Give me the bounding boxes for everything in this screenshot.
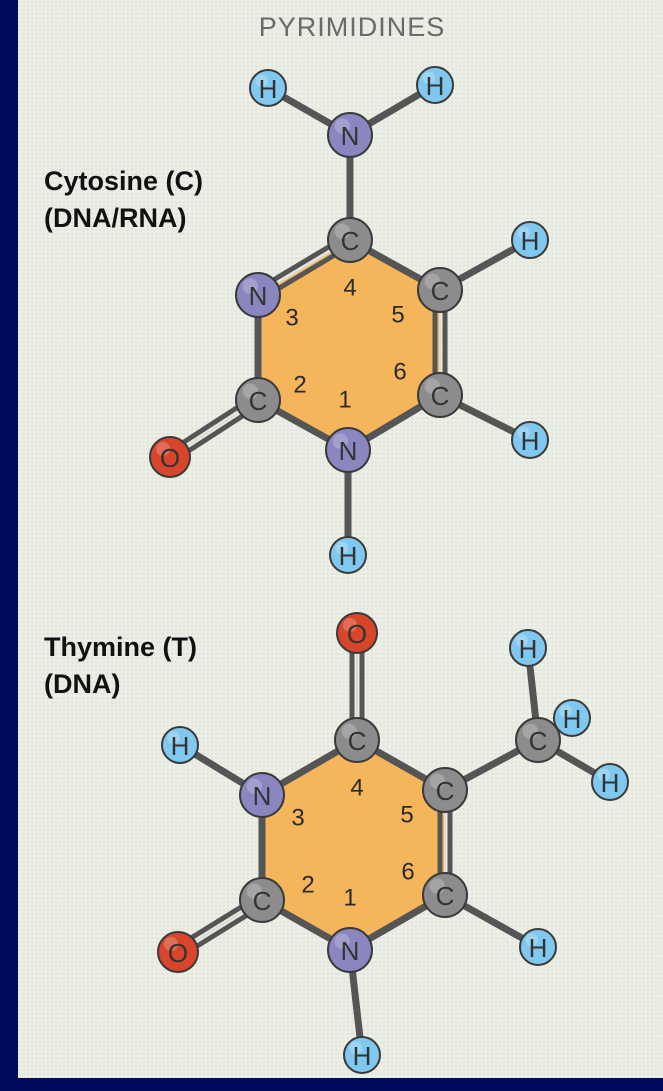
atom-h-h6: H	[519, 928, 557, 966]
thymine-subtitle: (DNA)	[44, 669, 120, 699]
atom-c-c2: C	[235, 377, 281, 423]
ring-number: 4	[343, 275, 356, 302]
svg-text:O: O	[168, 938, 188, 968]
cytosine-ring	[258, 240, 440, 450]
atom-h-hmb: H	[553, 699, 591, 737]
atom-h-h4b: H	[416, 66, 454, 104]
svg-text:H: H	[601, 768, 620, 798]
svg-text:C: C	[431, 276, 450, 306]
svg-text:C: C	[436, 881, 455, 911]
diagram-title: PYRIMIDINES	[259, 12, 446, 42]
atom-o-o2: O	[157, 931, 199, 973]
svg-text:C: C	[529, 726, 548, 756]
svg-text:H: H	[529, 933, 548, 963]
atom-h-hma: H	[509, 629, 547, 667]
thymine-name: Thymine (T)	[44, 632, 197, 662]
svg-text:C: C	[348, 726, 367, 756]
svg-text:H: H	[521, 226, 540, 256]
ring-number: 5	[400, 802, 413, 829]
atom-n-n4: N	[327, 112, 373, 158]
svg-text:H: H	[519, 634, 538, 664]
svg-text:H: H	[521, 426, 540, 456]
svg-text:N: N	[339, 436, 358, 466]
cytosine-atoms: C C C N C N N H H H H H O	[149, 66, 549, 574]
atom-n-n3: N	[235, 272, 281, 318]
atom-c-c4: C	[334, 717, 380, 763]
ring-number: 3	[291, 805, 304, 832]
atom-h-h5: H	[511, 221, 549, 259]
svg-text:H: H	[171, 731, 190, 761]
atom-h-hmc: H	[591, 763, 629, 801]
svg-text:N: N	[253, 781, 272, 811]
atom-o-o2: O	[149, 436, 191, 478]
atom-n-n1: N	[325, 427, 371, 473]
atom-c-c4: C	[327, 217, 373, 263]
ring-number: 6	[393, 359, 406, 386]
svg-text:O: O	[160, 443, 180, 473]
atom-n-n1: N	[327, 927, 373, 973]
svg-text:H: H	[353, 1041, 372, 1071]
svg-text:C: C	[249, 386, 268, 416]
svg-text:C: C	[341, 226, 360, 256]
atom-h-h6: H	[511, 421, 549, 459]
ring-fill	[258, 240, 440, 450]
thymine-ring	[262, 740, 445, 950]
svg-text:H: H	[339, 541, 358, 571]
atom-n-n3: N	[239, 772, 285, 818]
svg-text:N: N	[341, 121, 360, 151]
atom-c-cm: C	[515, 717, 561, 763]
ring-fill	[262, 740, 445, 950]
atom-c-c6: C	[417, 372, 463, 418]
svg-text:H: H	[259, 74, 278, 104]
ring-number: 1	[343, 885, 356, 912]
cytosine-molecule: Cytosine (C) (DNA/RNA) 1 2 3 4 5 6 C C C N C N N H H H…	[44, 66, 549, 574]
ring-number: 4	[350, 775, 363, 802]
thymine-ring-numbers: 1 2 3 4 5 6	[291, 775, 414, 912]
atom-h-h4a: H	[249, 69, 287, 107]
atom-c-c2: C	[239, 877, 285, 923]
svg-text:O: O	[347, 619, 367, 649]
svg-text:H: H	[426, 71, 445, 101]
ring-number: 3	[285, 305, 298, 332]
svg-text:N: N	[341, 936, 360, 966]
cytosine-ring-numbers: 1 2 3 4 5 6	[285, 275, 406, 414]
svg-text:C: C	[253, 886, 272, 916]
cytosine-name: Cytosine (C)	[44, 166, 203, 196]
svg-text:C: C	[436, 776, 455, 806]
svg-text:N: N	[249, 281, 268, 311]
svg-text:H: H	[563, 704, 582, 734]
atom-c-c5: C	[422, 767, 468, 813]
ring-number: 6	[401, 859, 414, 886]
ring-number: 2	[293, 372, 306, 399]
atom-h-h3: H	[161, 726, 199, 764]
ring-number: 2	[301, 872, 314, 899]
ring-number: 5	[391, 302, 404, 329]
ring-number: 1	[338, 387, 351, 414]
atom-o-o4: O	[336, 612, 378, 654]
cytosine-subtitle: (DNA/RNA)	[44, 203, 186, 233]
atom-c-c5: C	[417, 267, 463, 313]
atom-c-c6: C	[422, 872, 468, 918]
svg-text:C: C	[431, 381, 450, 411]
atom-h-h1: H	[343, 1036, 381, 1074]
atom-h-h1: H	[329, 536, 367, 574]
